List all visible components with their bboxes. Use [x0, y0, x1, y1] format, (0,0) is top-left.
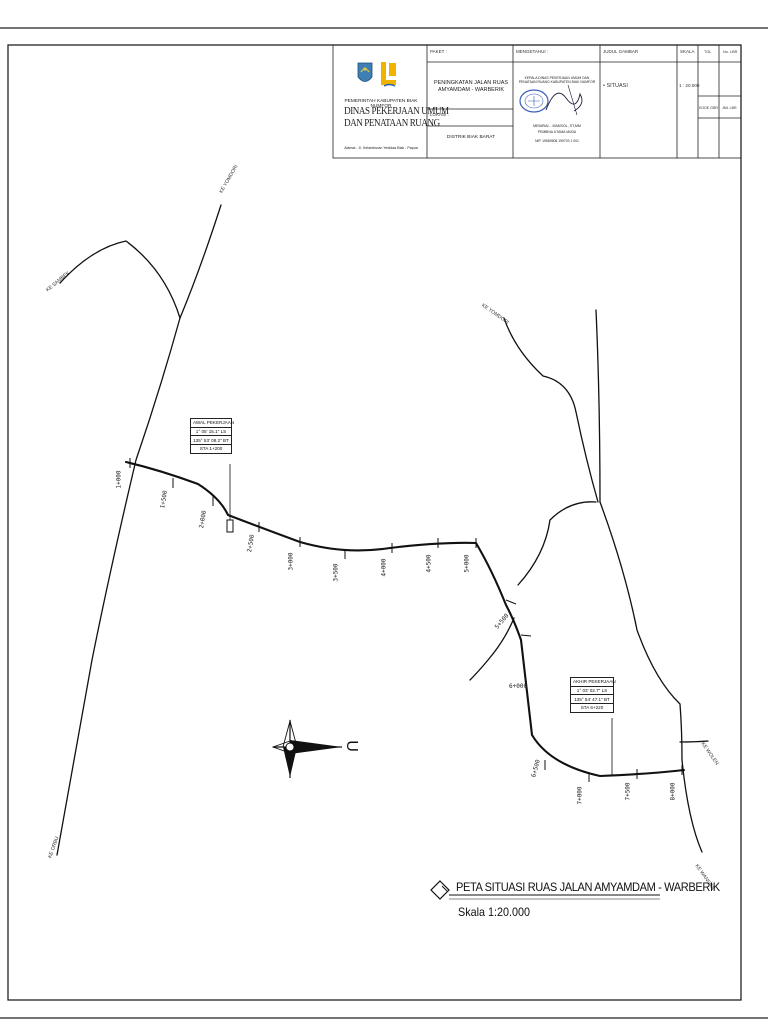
road-east-loop — [517, 501, 597, 586]
jml-lbr-label: JML LBR — [722, 106, 737, 110]
map-scale-label: Skala 1:20.000 — [458, 905, 531, 919]
road-ke-yomdori-north — [56, 204, 222, 856]
map-title: PETA SITUASI RUAS JALAN AMYAMDAM - WARBE… — [456, 880, 720, 894]
department-name-line2: DAN PENATAAN RUANG — [344, 117, 440, 129]
awal-title: AWAL PEKERJAAN — [191, 419, 234, 428]
mengetahui-text: KEPALA DINAS PEKERJAAN UMUM DAN PENATAAN… — [518, 76, 596, 85]
road-ke-sambek — [59, 240, 181, 319]
road-ke-wansra — [681, 759, 703, 853]
awal-marker — [226, 519, 234, 533]
station-label: 4+000 — [380, 558, 388, 577]
lokasi-value: DISTRIK BIAK BARAT — [446, 135, 496, 140]
road-network — [56, 204, 709, 856]
agency-address: Alamat : Jl. Kelamburan Yedidaa Biak - P… — [344, 146, 418, 150]
north-arrow-icon — [271, 719, 342, 778]
road-ke-wolen — [679, 740, 709, 743]
mengetahui-label: MENGETAHUI : — [516, 49, 549, 54]
public-works-logo — [381, 62, 396, 87]
title-block-grid — [332, 44, 742, 159]
road-west-spur — [469, 617, 515, 681]
station-label: 7+000 — [576, 786, 584, 805]
station-label: 1+000 — [115, 470, 123, 489]
signatory-rank: PEMBINA UTAMA MUDA — [537, 130, 577, 134]
agency-name: PEMERINTAH KABUPATEN BIAK NUMFOR — [344, 99, 418, 109]
kode-gbr-label: KODE GBR — [699, 106, 718, 110]
skala-value: 1 : 20.000 — [679, 83, 700, 88]
akhir-pekerjaan-box: AKHIR PEKERJAAN 1° 03' 02.7" LS 135° 54'… — [570, 677, 616, 713]
official-stamp — [519, 89, 549, 113]
station-label: 5+000 — [463, 554, 471, 573]
station-label: 4+500 — [425, 554, 433, 573]
station-label: 3+000 — [287, 552, 295, 571]
station-label: 3+500 — [332, 563, 340, 582]
no-lbr-label: No. LBR — [723, 50, 738, 54]
awal-longitude: 135° 53' 08.2" BT — [191, 436, 231, 445]
akhir-title: AKHIR PEKERJAAN — [571, 678, 616, 687]
akhir-latitude: 1° 03' 02.7" LS — [571, 687, 613, 696]
station-label: 8+000 — [669, 782, 677, 801]
lokasi-label: LOKASI : — [430, 112, 449, 117]
awal-latitude: 1° 05' 15.1" LS — [191, 428, 231, 437]
station-label: 6+000 — [509, 683, 528, 690]
signatory-nip: NIP. 19680508 199703 1 001 — [535, 139, 579, 143]
title-diamond-mark — [441, 885, 448, 892]
handwritten-signature — [545, 84, 583, 116]
akhir-station: STA 6+220 — [580, 705, 604, 711]
station-ticks — [129, 458, 683, 782]
road-branch-east — [595, 309, 601, 503]
regency-logo — [357, 62, 373, 82]
road-ke-yomdori-northeast — [503, 317, 599, 503]
north-letter: U — [342, 740, 360, 752]
department-name-line1: DINAS PEKERJAAN UMUM — [344, 105, 449, 117]
drawing-frame — [7, 44, 742, 1001]
paket-value: PENINGKATAN JALAN RUAS AMYAMDAM - WARBER… — [433, 80, 509, 93]
judul-gambar-label: JUDUL GAMBAR — [603, 49, 639, 54]
paket-label: PAKET : — [430, 49, 447, 54]
road-south-east-loop — [599, 501, 683, 761]
akhir-longitude: 135° 54' 47.1" BT — [571, 695, 613, 704]
awal-pekerjaan-box: AWAL PEKERJAAN 1° 05' 15.1" LS 135° 53' … — [190, 418, 234, 454]
skala-label: SKALA — [680, 49, 695, 54]
judul-gambar-value: • SITUASI — [603, 83, 628, 89]
awal-station: STA 1+200 — [199, 446, 223, 452]
signatory-name: MEIMRAI... MANSOL, ST,MM — [533, 124, 581, 128]
main-alignment — [124, 460, 686, 778]
tgl-label: TGL — [704, 50, 712, 54]
title-diamond-icon — [430, 880, 450, 900]
station-label: 7+500 — [624, 782, 632, 801]
